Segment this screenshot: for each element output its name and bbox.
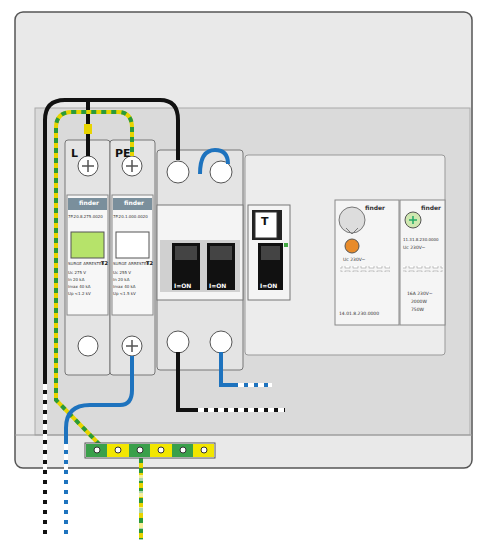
device-text: finder xyxy=(421,205,441,211)
switch-state: I=ON xyxy=(260,283,277,289)
device-text: 2000W xyxy=(411,300,427,305)
circuit-breaker: I=ON I=ON xyxy=(157,205,243,300)
device-text: 14.01.8.230.0000 xyxy=(339,312,379,317)
device-text: Uc 230V~ xyxy=(343,258,366,263)
device-text: 16A 230V~ xyxy=(407,292,433,297)
spec-text: Uc 275 V xyxy=(68,271,86,275)
device-text: SURGE ARRESTER xyxy=(113,262,149,266)
terminal-label: L xyxy=(71,148,78,159)
device-text: SURGE ARRESTER xyxy=(68,262,104,266)
brand-label: finder xyxy=(79,200,99,206)
device-text: Uc 230V~ xyxy=(403,246,426,251)
light-switch-relay: finder 11.31.8.230.0000 Uc 230V~ 16A 230V~ 2… xyxy=(400,200,445,325)
switch-state: I=ON xyxy=(174,283,191,289)
device-text: 11.31.8.230.0000 xyxy=(403,238,439,242)
spec-text: Uc 255 V xyxy=(113,271,131,275)
surge-arrester-module: Lfinder 7P.20.8.275.0020SURGE ARRESTERT2U… xyxy=(65,140,110,375)
surge-arrester-module: PE finder 7P.20.1.000.0020SURGE ARRESTERT2… xyxy=(110,140,155,375)
model-number: 7P.20.1.000.0020 xyxy=(113,215,148,219)
timer-relay: finder Uc 230V~ 14.01.8.230.0000 xyxy=(335,200,399,325)
brand-label: finder xyxy=(124,200,144,206)
spec-text: In 20 kA xyxy=(113,278,129,282)
device-text: T xyxy=(261,216,269,227)
device-text: finder xyxy=(365,205,385,211)
spec-text: In 20 kA xyxy=(68,278,84,282)
terminal-label: PE xyxy=(115,148,131,159)
spec-text: Up <1.5 kV xyxy=(113,292,136,296)
spec-text: Imax 40 kA xyxy=(68,285,91,289)
spec-text: Up <1.2 kV xyxy=(68,292,91,296)
model-number: 7P.20.8.275.0020 xyxy=(68,215,103,219)
switch-state: I=ON xyxy=(209,283,226,289)
spec-text: Imax 40 kA xyxy=(113,285,136,289)
device-text: 750W xyxy=(411,308,424,313)
residual-current-device: T I=ON xyxy=(248,205,290,300)
class-label: T2 xyxy=(146,261,153,266)
class-label: T2 xyxy=(101,261,108,266)
